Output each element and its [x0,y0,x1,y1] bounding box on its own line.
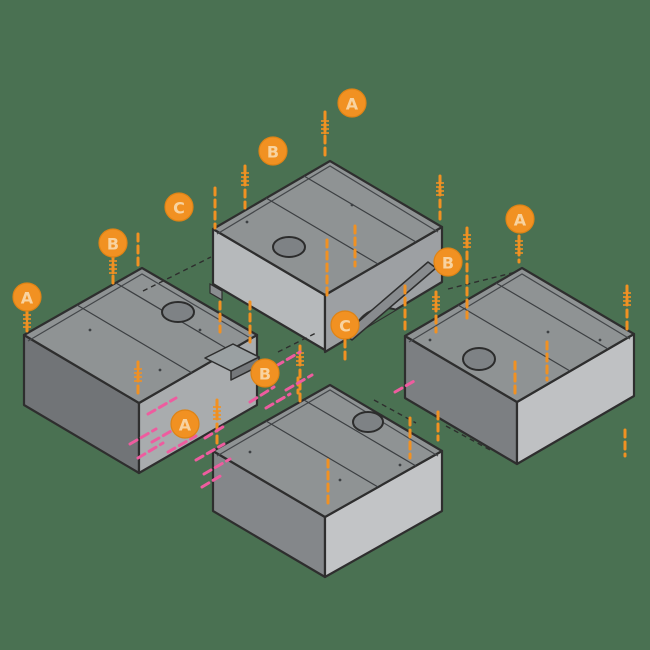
corner-foot [209,282,223,302]
cable-hole [161,301,195,323]
part-label-badge-A: A [170,409,200,439]
seam-line [457,304,571,372]
badge-letter: B [259,365,271,384]
join-dashed-line [248,385,276,404]
badge-letter: A [21,289,34,308]
seam-line [265,197,379,265]
box-top-face [403,266,636,404]
join-dashed-line [194,442,226,462]
box-top-face [211,159,444,297]
part-label-badge-B: B [258,136,288,166]
part-label-badge-A: A [505,204,535,234]
join-dashed-line [136,441,165,460]
seam-line [303,175,417,243]
part-label-badge-C: C [330,310,360,340]
pilot-hole-dot [546,330,550,334]
bracket-top [204,343,260,372]
part-label-badge-A: A [12,282,42,312]
seam-line [265,420,379,488]
pilot-hole-dot [158,368,162,372]
join-dashed-line [284,373,314,392]
top-rim-line [408,273,631,343]
box-top-face [211,383,444,519]
part-label-badge-B: B [98,228,128,258]
badge-letter: A [514,211,527,230]
part-label-badge-B: B [250,358,280,388]
badge-letter: C [339,317,351,336]
screw-icon [432,294,440,310]
screw-icon [109,258,117,274]
pilot-hole-dot [428,338,432,342]
pilot-hole-dot [350,203,354,207]
badge-letter: C [173,199,185,218]
top-rim-line [27,273,253,342]
screw-icon [213,404,221,420]
screws [23,118,631,420]
screw-icon [321,118,329,134]
cabinet-box-right [403,266,636,466]
screw-icon [241,170,249,186]
pilot-hole-dot [198,328,202,332]
part-label-badge-C: C [164,192,194,222]
screw-icon [436,180,444,196]
pilot-hole-dot [338,478,342,482]
join-dashed-line [202,457,232,476]
alignment-dashed-line [277,331,319,353]
badge-letter: A [179,416,192,435]
screw-icon [623,290,631,306]
pilot-holes [88,203,602,482]
join-dashed-line [203,423,228,440]
part-label-badge-B: B [433,247,463,277]
part-label-badge-A: A [337,88,367,118]
pilot-hole-dot [245,220,249,224]
join-dashed-line [200,473,224,489]
cabinet-box-top [209,159,444,354]
screw-icon [23,312,31,328]
join-dashed-line [264,392,292,410]
join-dashed-line [393,378,418,394]
join-dashed-line [274,350,302,368]
cabinet-box-bottom [211,383,444,579]
top-rim-line [216,389,439,457]
alignment-dashed-line [142,256,212,292]
badge-letter: B [267,143,279,162]
screw-icon [463,232,471,248]
pilot-hole-dot [88,328,92,332]
part-label-badges: A B C B A A B C B A [12,88,535,439]
join-dashed-line [166,434,198,454]
seam-line [76,304,193,374]
pilot-hole-dot [598,338,602,342]
cable-hole [272,236,306,258]
pilot-hole-dot [248,450,252,454]
cable-hole [352,411,384,433]
join-dashed-line [128,427,158,446]
badge-letter: B [442,254,454,273]
alignment-dashed-line [447,271,517,290]
screw-icon [515,238,523,254]
seam-line [495,282,609,350]
cable-hole [462,347,496,371]
box-top-face [22,266,259,405]
seam-line [303,399,417,467]
screw-icon [134,366,142,382]
badge-letter: A [346,95,359,114]
pilot-hole-dot [398,463,402,467]
top-rim-line [216,165,439,235]
join-dashed-line [146,396,178,416]
badge-letter: B [107,235,119,254]
